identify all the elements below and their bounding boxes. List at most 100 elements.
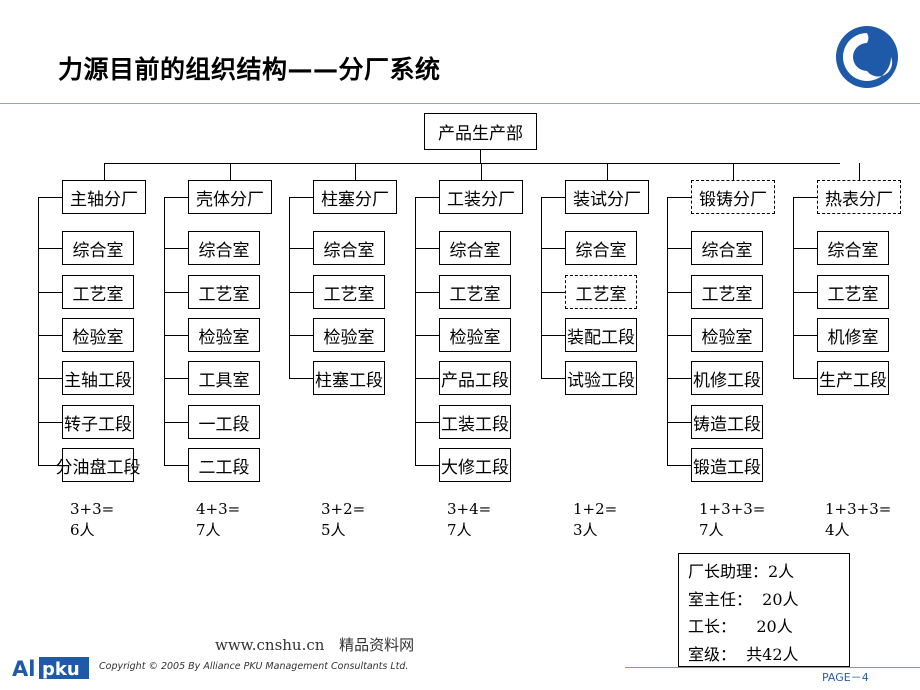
unit-box: 一工段 — [188, 405, 260, 439]
unit-connector-line — [38, 422, 62, 423]
unit-box: 转子工段 — [62, 405, 134, 439]
headcount-formula: 4+3= — [196, 500, 241, 518]
factory-stub-line — [164, 197, 188, 198]
unit-box: 检验室 — [188, 318, 260, 352]
unit-box: 综合室 — [188, 231, 260, 265]
factory-stub-line — [793, 197, 817, 198]
page-number: PAGE－4 — [822, 671, 869, 684]
unit-connector-line — [415, 292, 439, 293]
factory-drop-line — [733, 163, 734, 180]
headcount-formula: 3+4= — [447, 500, 492, 518]
unit-box: 机修室 — [817, 318, 889, 352]
unit-box: 综合室 — [691, 231, 763, 265]
factory-trunk-line — [541, 197, 542, 378]
unit-box: 工艺室 — [188, 275, 260, 309]
unit-box: 综合室 — [313, 231, 385, 265]
root-connector — [480, 150, 481, 164]
factory-trunk-line — [38, 197, 39, 465]
unit-box: 综合室 — [439, 231, 511, 265]
headcount-formula: 3+3= — [70, 500, 115, 518]
factory-stub-line — [289, 197, 313, 198]
headcount-total: 3人 — [573, 521, 598, 539]
unit-box: 产品工段 — [439, 361, 511, 395]
unit-connector-line — [793, 335, 817, 336]
unit-box: 铸造工段 — [691, 405, 763, 439]
unit-connector-line — [793, 248, 817, 249]
unit-box: 工艺室 — [565, 275, 637, 309]
unit-connector-line — [289, 248, 313, 249]
unit-connector-line — [164, 292, 188, 293]
unit-box: 机修工段 — [691, 361, 763, 395]
unit-box: 装配工段 — [565, 318, 637, 352]
unit-connector-line — [289, 335, 313, 336]
headcount-total: 5人 — [321, 521, 346, 539]
unit-box: 工艺室 — [817, 275, 889, 309]
factory-trunk-line — [415, 197, 416, 465]
factory-drop-line — [104, 163, 105, 180]
summary-line: 室级： 共42人 — [688, 644, 799, 664]
factory-drop-line — [859, 163, 860, 180]
headcount-label: 3+3= 6人 — [70, 499, 114, 541]
factory-box: 壳体分厂 — [188, 180, 272, 214]
unit-box: 检验室 — [691, 318, 763, 352]
unit-connector-line — [164, 465, 188, 466]
headcount-total: 6人 — [70, 521, 95, 539]
unit-box: 生产工段 — [817, 361, 889, 395]
unit-box: 二工段 — [188, 448, 260, 482]
headcount-formula: 1+2= — [573, 500, 618, 518]
unit-box: 检验室 — [313, 318, 385, 352]
factory-trunk-line — [164, 197, 165, 465]
unit-box: 工艺室 — [62, 275, 134, 309]
factory-trunk-line — [793, 197, 794, 378]
headcount-label: 3+2= 5人 — [321, 499, 365, 541]
unit-box: 检验室 — [439, 318, 511, 352]
unit-box: 工艺室 — [313, 275, 385, 309]
factory-stub-line — [667, 197, 691, 198]
unit-box: 柱塞工段 — [313, 361, 385, 395]
unit-connector-line — [667, 335, 691, 336]
unit-connector-line — [289, 378, 313, 379]
headcount-formula: 3+2= — [321, 500, 366, 518]
summary-line: 工长： 20人 — [688, 617, 793, 636]
factory-trunk-line — [289, 197, 290, 378]
unit-box: 检验室 — [62, 318, 134, 352]
unit-connector-line — [793, 378, 817, 379]
website-text: www.cnshu.cn 精品资料网 — [215, 636, 415, 654]
unit-box: 工艺室 — [439, 275, 511, 309]
unit-connector-line — [415, 248, 439, 249]
factory-stub-line — [541, 197, 565, 198]
unit-connector-line — [38, 248, 62, 249]
summary-line: 厂长助理：2人 — [688, 562, 795, 581]
svg-text:Al: Al — [12, 657, 35, 681]
unit-connector-line — [793, 292, 817, 293]
unit-box: 试验工段 — [565, 361, 637, 395]
headcount-total: 7人 — [699, 521, 724, 539]
unit-connector-line — [289, 292, 313, 293]
unit-box: 锻造工段 — [691, 448, 763, 482]
unit-connector-line — [667, 378, 691, 379]
headcount-total: 7人 — [196, 521, 221, 539]
top-bus-line — [104, 163, 840, 164]
unit-connector-line — [541, 248, 565, 249]
alpku-logo-icon: Al pku — [12, 657, 89, 681]
copyright-text: Copyright © 2005 By Alliance PKU Managem… — [99, 661, 409, 672]
unit-connector-line — [667, 292, 691, 293]
headcount-label: 1+2= 3人 — [573, 499, 617, 541]
unit-box: 分油盘工段 — [56, 448, 141, 482]
unit-connector-line — [415, 465, 439, 466]
factory-box: 工装分厂 — [439, 180, 523, 214]
factory-drop-line — [230, 163, 231, 180]
unit-box: 综合室 — [817, 231, 889, 265]
unit-box: 工艺室 — [691, 275, 763, 309]
factory-box: 装试分厂 — [565, 180, 649, 214]
headcount-label: 3+4= 7人 — [447, 499, 491, 541]
headcount-formula: 1+3+3= — [699, 500, 766, 518]
factory-box: 热表分厂 — [817, 180, 901, 214]
unit-connector-line — [38, 292, 62, 293]
headcount-total: 7人 — [447, 521, 472, 539]
summary-line: 室主任： 20人 — [688, 589, 799, 609]
root-department-box: 产品生产部 — [424, 113, 537, 150]
title-divider — [0, 103, 920, 104]
unit-connector-line — [541, 292, 565, 293]
unit-connector-line — [164, 248, 188, 249]
